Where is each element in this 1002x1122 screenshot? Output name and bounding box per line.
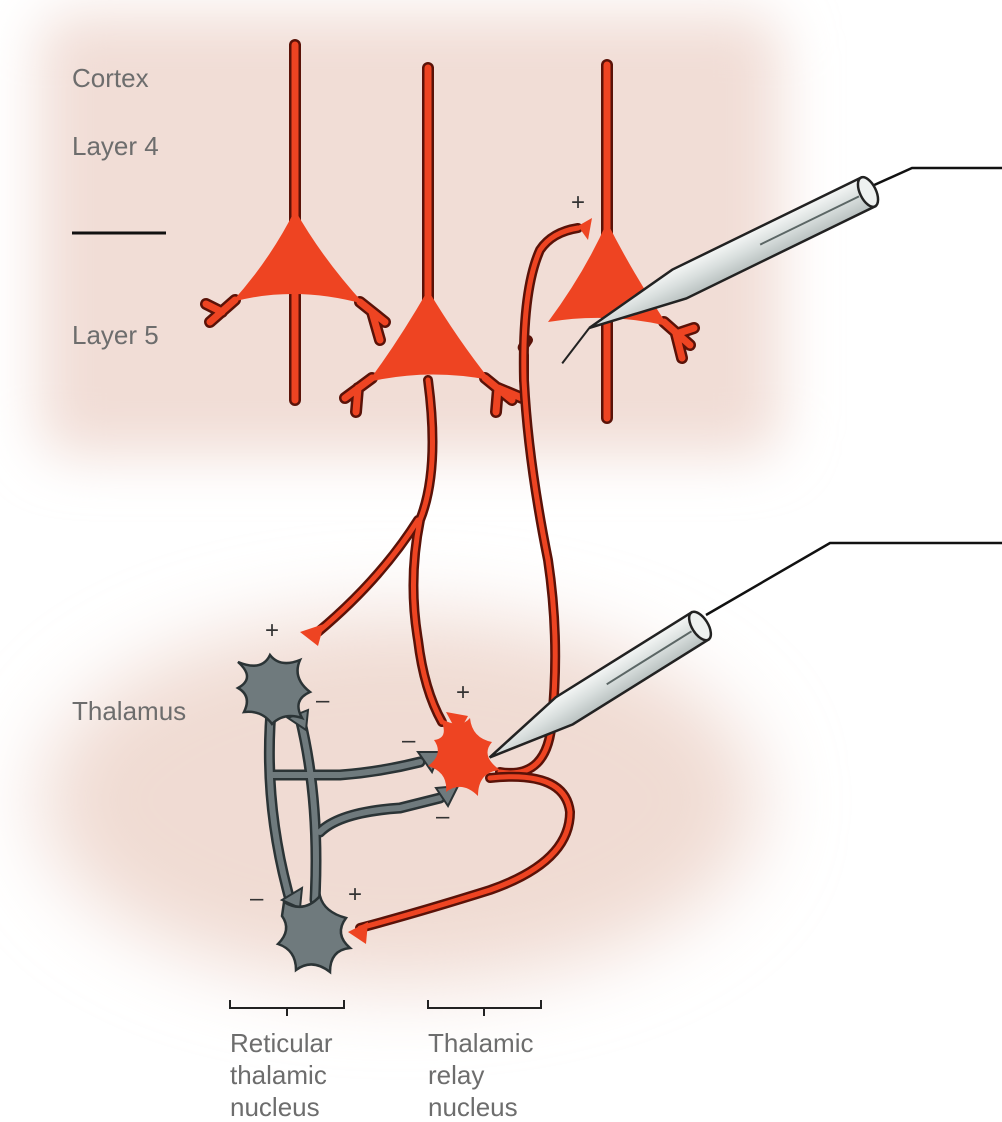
label-layer-5: Layer 5 bbox=[72, 320, 159, 350]
minus-sign-reticular-top: – bbox=[316, 687, 330, 714]
minus-sign-relay-left: – bbox=[402, 727, 416, 754]
bracket-relay bbox=[428, 1000, 541, 1016]
minus-sign-relay-bottom: – bbox=[436, 803, 450, 830]
minus-sign-reticular-bottom: – bbox=[250, 885, 264, 912]
svg-text:Thalamic: Thalamic bbox=[428, 1028, 533, 1058]
svg-text:thalamic: thalamic bbox=[230, 1060, 327, 1090]
plus-sign-cortex: + bbox=[571, 189, 585, 216]
plus-sign-relay: + bbox=[456, 679, 470, 706]
svg-text:Reticular: Reticular bbox=[230, 1028, 333, 1058]
plus-sign-reticular-bottom: + bbox=[348, 881, 362, 908]
plus-sign-reticular-top: + bbox=[265, 617, 279, 644]
cortex-region bbox=[40, 15, 780, 455]
svg-text:nucleus: nucleus bbox=[428, 1092, 518, 1122]
svg-text:relay: relay bbox=[428, 1060, 484, 1090]
label-thalamus: Thalamus bbox=[72, 696, 186, 726]
label-thalamic-relay-nucleus: Thalamic relay nucleus bbox=[428, 1028, 533, 1122]
label-cortex: Cortex bbox=[72, 63, 149, 93]
label-reticular-thalamic-nucleus: Reticular thalamic nucleus bbox=[230, 1028, 333, 1122]
bracket-reticular bbox=[230, 1000, 344, 1016]
label-layer-4: Layer 4 bbox=[72, 131, 159, 161]
svg-text:nucleus: nucleus bbox=[230, 1092, 320, 1122]
